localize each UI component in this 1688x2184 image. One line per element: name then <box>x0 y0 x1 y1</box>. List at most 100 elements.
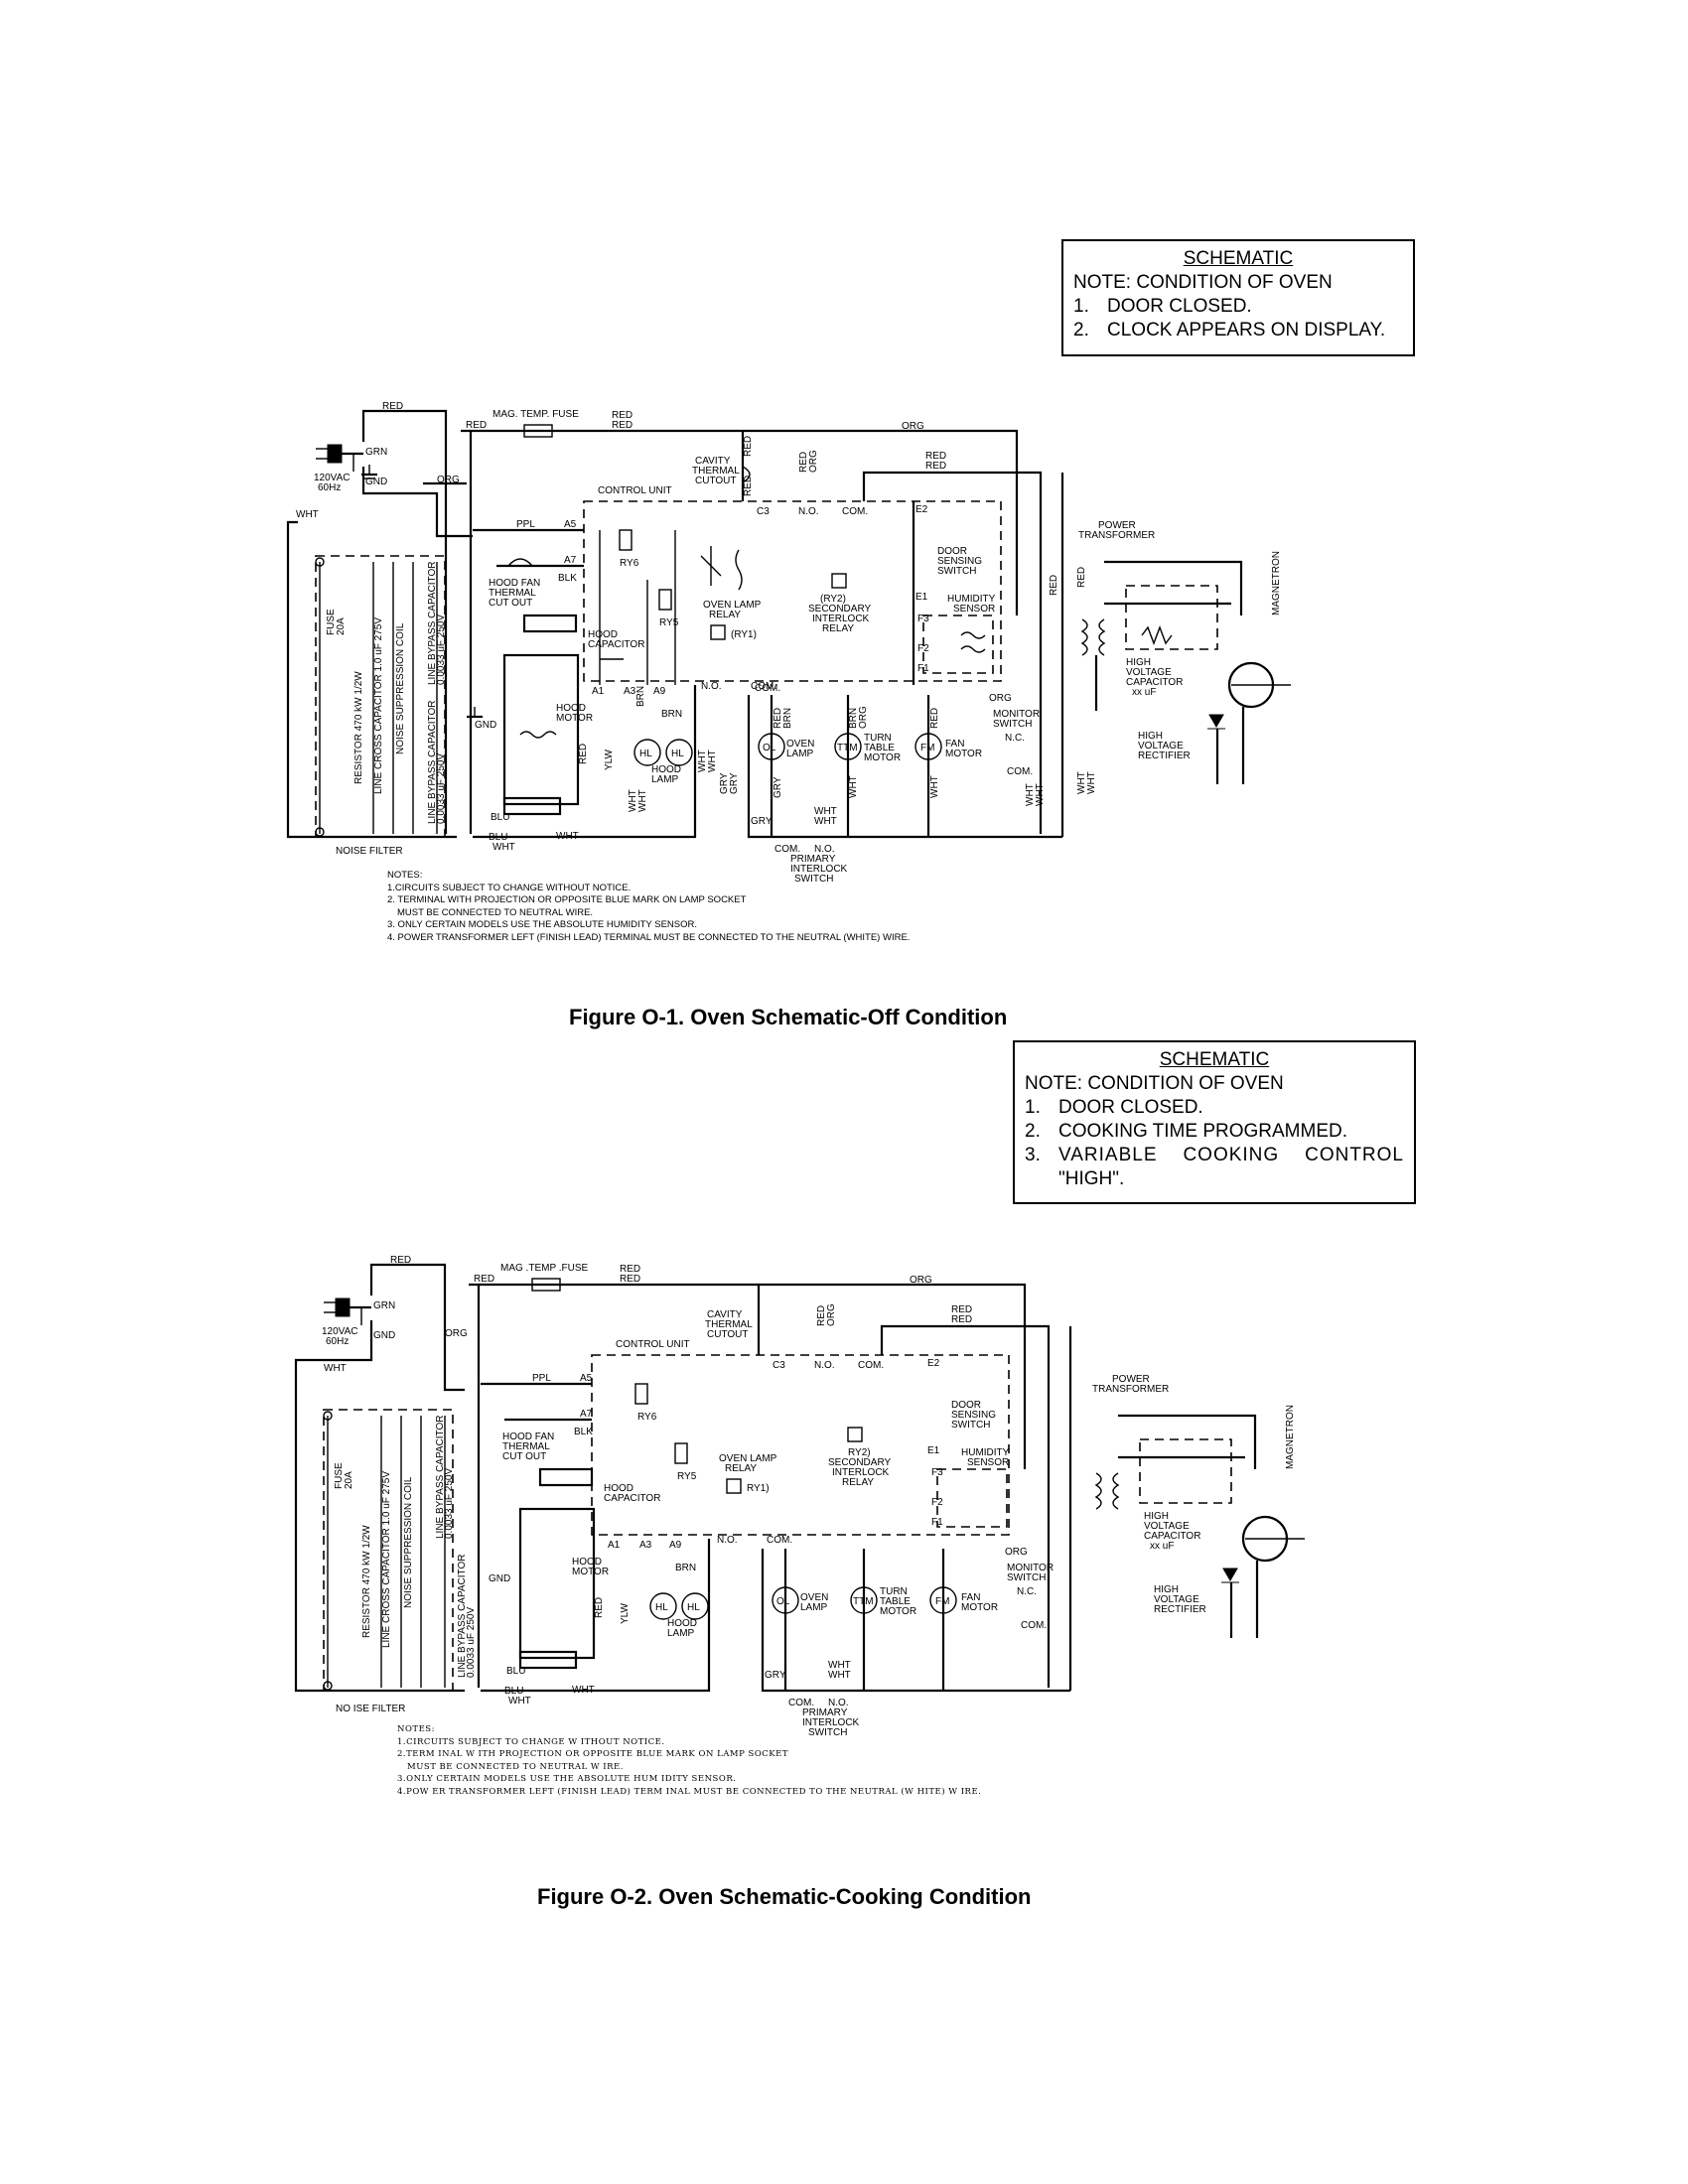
top-wire <box>469 1283 1027 1469</box>
grn-label: GRN <box>365 447 387 458</box>
turn-label: TURN <box>864 733 892 744</box>
red-label: RED <box>929 708 940 729</box>
com-label: COM. <box>774 844 800 855</box>
gnd-label: GND <box>475 720 496 731</box>
notes-line: 2. TERMINAL WITH PROJECTION OR OPPOSITE … <box>387 894 747 905</box>
wht-label: WHT <box>492 842 515 853</box>
note-condition: NOTE: CONDITION OF OVEN <box>1073 272 1333 293</box>
ppl-label: PPL <box>532 1373 551 1384</box>
secondary-label: SECONDARY <box>808 604 871 614</box>
red-wire-label: RED <box>390 1255 411 1266</box>
red-label: RED <box>594 1597 605 1618</box>
line-bypass-capacitor-label: LINE BYPASS CAPACITOR <box>427 701 438 824</box>
thermal-label: THERMAL <box>502 1441 550 1452</box>
hv-wire <box>1118 1414 1257 1469</box>
nc-label: N.C. <box>1017 1586 1037 1597</box>
no-label: N.O. <box>798 506 819 517</box>
transformer-primary-coil <box>1080 618 1088 656</box>
wht-label: WHT <box>929 775 940 798</box>
hood-fan-label: HOOD FAN <box>489 578 540 589</box>
note-item: 1. DOOR CLOSED. <box>1025 1096 1404 1120</box>
frequency-label: 60Hz <box>318 482 341 493</box>
a9-label: A9 <box>669 1540 682 1551</box>
thermal-label: THERMAL <box>489 588 536 599</box>
note-heading: SCHEMATIC <box>1159 1049 1270 1070</box>
hood-motor-box <box>518 1507 596 1660</box>
hv-capacitor-box <box>1139 1438 1232 1504</box>
mag-temp-fuse-label: MAG .TEMP .FUSE <box>500 1263 588 1274</box>
primary-label: PRIMARY <box>790 854 836 865</box>
a5-label: A5 <box>580 1373 593 1384</box>
secondary-interlock-relay <box>831 573 847 589</box>
frequency-label: 60Hz <box>326 1336 349 1347</box>
door-label: DOOR <box>937 546 967 557</box>
red-label: RED <box>925 461 946 472</box>
note-item: 2. COOKING TIME PROGRAMMED. <box>1025 1120 1404 1144</box>
transformer-label: TRANSFORMER <box>1092 1384 1169 1395</box>
note-item-number: 1. <box>1025 1097 1041 1118</box>
relay-coil-2 <box>735 549 743 591</box>
wht-wire-label: WHT <box>296 509 319 520</box>
hood-motor-coil <box>519 731 557 739</box>
line-bypass-capacitor-value: 0.0033 uF 250V <box>436 614 447 685</box>
power-input-label: 120VAC <box>322 1326 358 1337</box>
note-item-text: VARIABLE COOKING CONTROL <box>1058 1145 1404 1165</box>
org-label: ORG <box>989 693 1012 704</box>
wht-wire-label: WHT <box>324 1363 347 1374</box>
hood-capacitor-label: HOOD <box>604 1483 633 1494</box>
oven-label: OVEN <box>800 1592 828 1603</box>
high-label: HIGH <box>1154 1584 1179 1595</box>
thermal-label: THERMAL <box>692 466 740 477</box>
schematic-note-box-1: SCHEMATIC NOTE: CONDITION OF OVEN 1. DOO… <box>1061 239 1415 356</box>
lamp-label: LAMP <box>651 774 679 785</box>
wht-label: WHT <box>628 789 638 812</box>
ry6-label: RY6 <box>637 1412 657 1423</box>
voltage-label: VOLTAGE <box>1144 1521 1190 1532</box>
wht-label: WHT <box>814 816 837 827</box>
ry1-label: RY1) <box>747 1483 770 1494</box>
power-input-label: 120VAC <box>314 473 351 483</box>
e2-label: E2 <box>927 1358 940 1369</box>
monitor-label: MONITOR <box>1007 1563 1054 1573</box>
red-label: RED <box>620 1274 640 1285</box>
schematic-note-box-2: SCHEMATIC NOTE: CONDITION OF OVEN 1. DOO… <box>1013 1040 1416 1204</box>
line-bypass-capacitor-value: 0.0033 uF 250V <box>444 1468 455 1539</box>
c3-label: C3 <box>773 1360 785 1371</box>
monitor-label: MONITOR <box>993 709 1040 720</box>
noise-filter-label: NOISE FILTER <box>336 846 403 857</box>
hood-fan-thermal-cutout <box>507 558 533 567</box>
ry2-label: RY2) <box>848 1447 871 1458</box>
fan-label: FAN <box>961 1592 980 1603</box>
notes-line: 2.TERM INAL W ITH PROJECTION OR OPPOSITE… <box>397 1749 789 1759</box>
notes-line: 1.CIRCUITS SUBJECT TO CHANGE WITHOUT NOT… <box>387 882 632 893</box>
humidity-sensor-coil <box>960 631 986 653</box>
gry-label: GRY <box>751 816 773 827</box>
notes-line: 1.CIRCUITS SUBJECT TO CHANGE W ITHOUT NO… <box>397 1736 665 1747</box>
power-plug-icon <box>316 444 363 472</box>
hood-fan-label: HOOD FAN <box>502 1432 554 1442</box>
notes-line: 4. POWER TRANSFORMER LEFT (FINISH LEAD) … <box>387 931 911 943</box>
capacitor-label: CAPACITOR <box>588 639 644 650</box>
fan-label: FAN <box>945 739 964 750</box>
control-unit-box <box>591 1354 1010 1536</box>
yellow-label: YLW <box>620 1603 631 1624</box>
note-item-text: "HIGH". <box>1058 1168 1125 1189</box>
org-label: ORG <box>1005 1547 1028 1558</box>
line-bypass-capacitor-value: 0.0033 uF 250V <box>466 1607 477 1678</box>
f1-label: F1 <box>931 1517 943 1528</box>
high-label: HIGH <box>1138 731 1163 742</box>
note-item-number: 3. <box>1025 1145 1041 1165</box>
ppl-label: PPL <box>516 519 535 530</box>
red-label: RED <box>773 708 783 729</box>
oven-lamp-relay <box>726 1478 742 1494</box>
f3-label: F3 <box>917 614 929 624</box>
interlock-label: INTERLOCK <box>832 1467 890 1478</box>
red-label: RED <box>1076 567 1087 588</box>
capacitance-value: xx uF <box>1150 1541 1174 1552</box>
ground-icon <box>467 707 483 719</box>
note-item-text: COOKING TIME PROGRAMMED. <box>1058 1121 1348 1142</box>
red-wire-label: RED <box>382 401 403 412</box>
red-wire <box>361 409 448 834</box>
hv-resistor <box>1141 625 1173 645</box>
hl-label: HL <box>639 749 652 759</box>
